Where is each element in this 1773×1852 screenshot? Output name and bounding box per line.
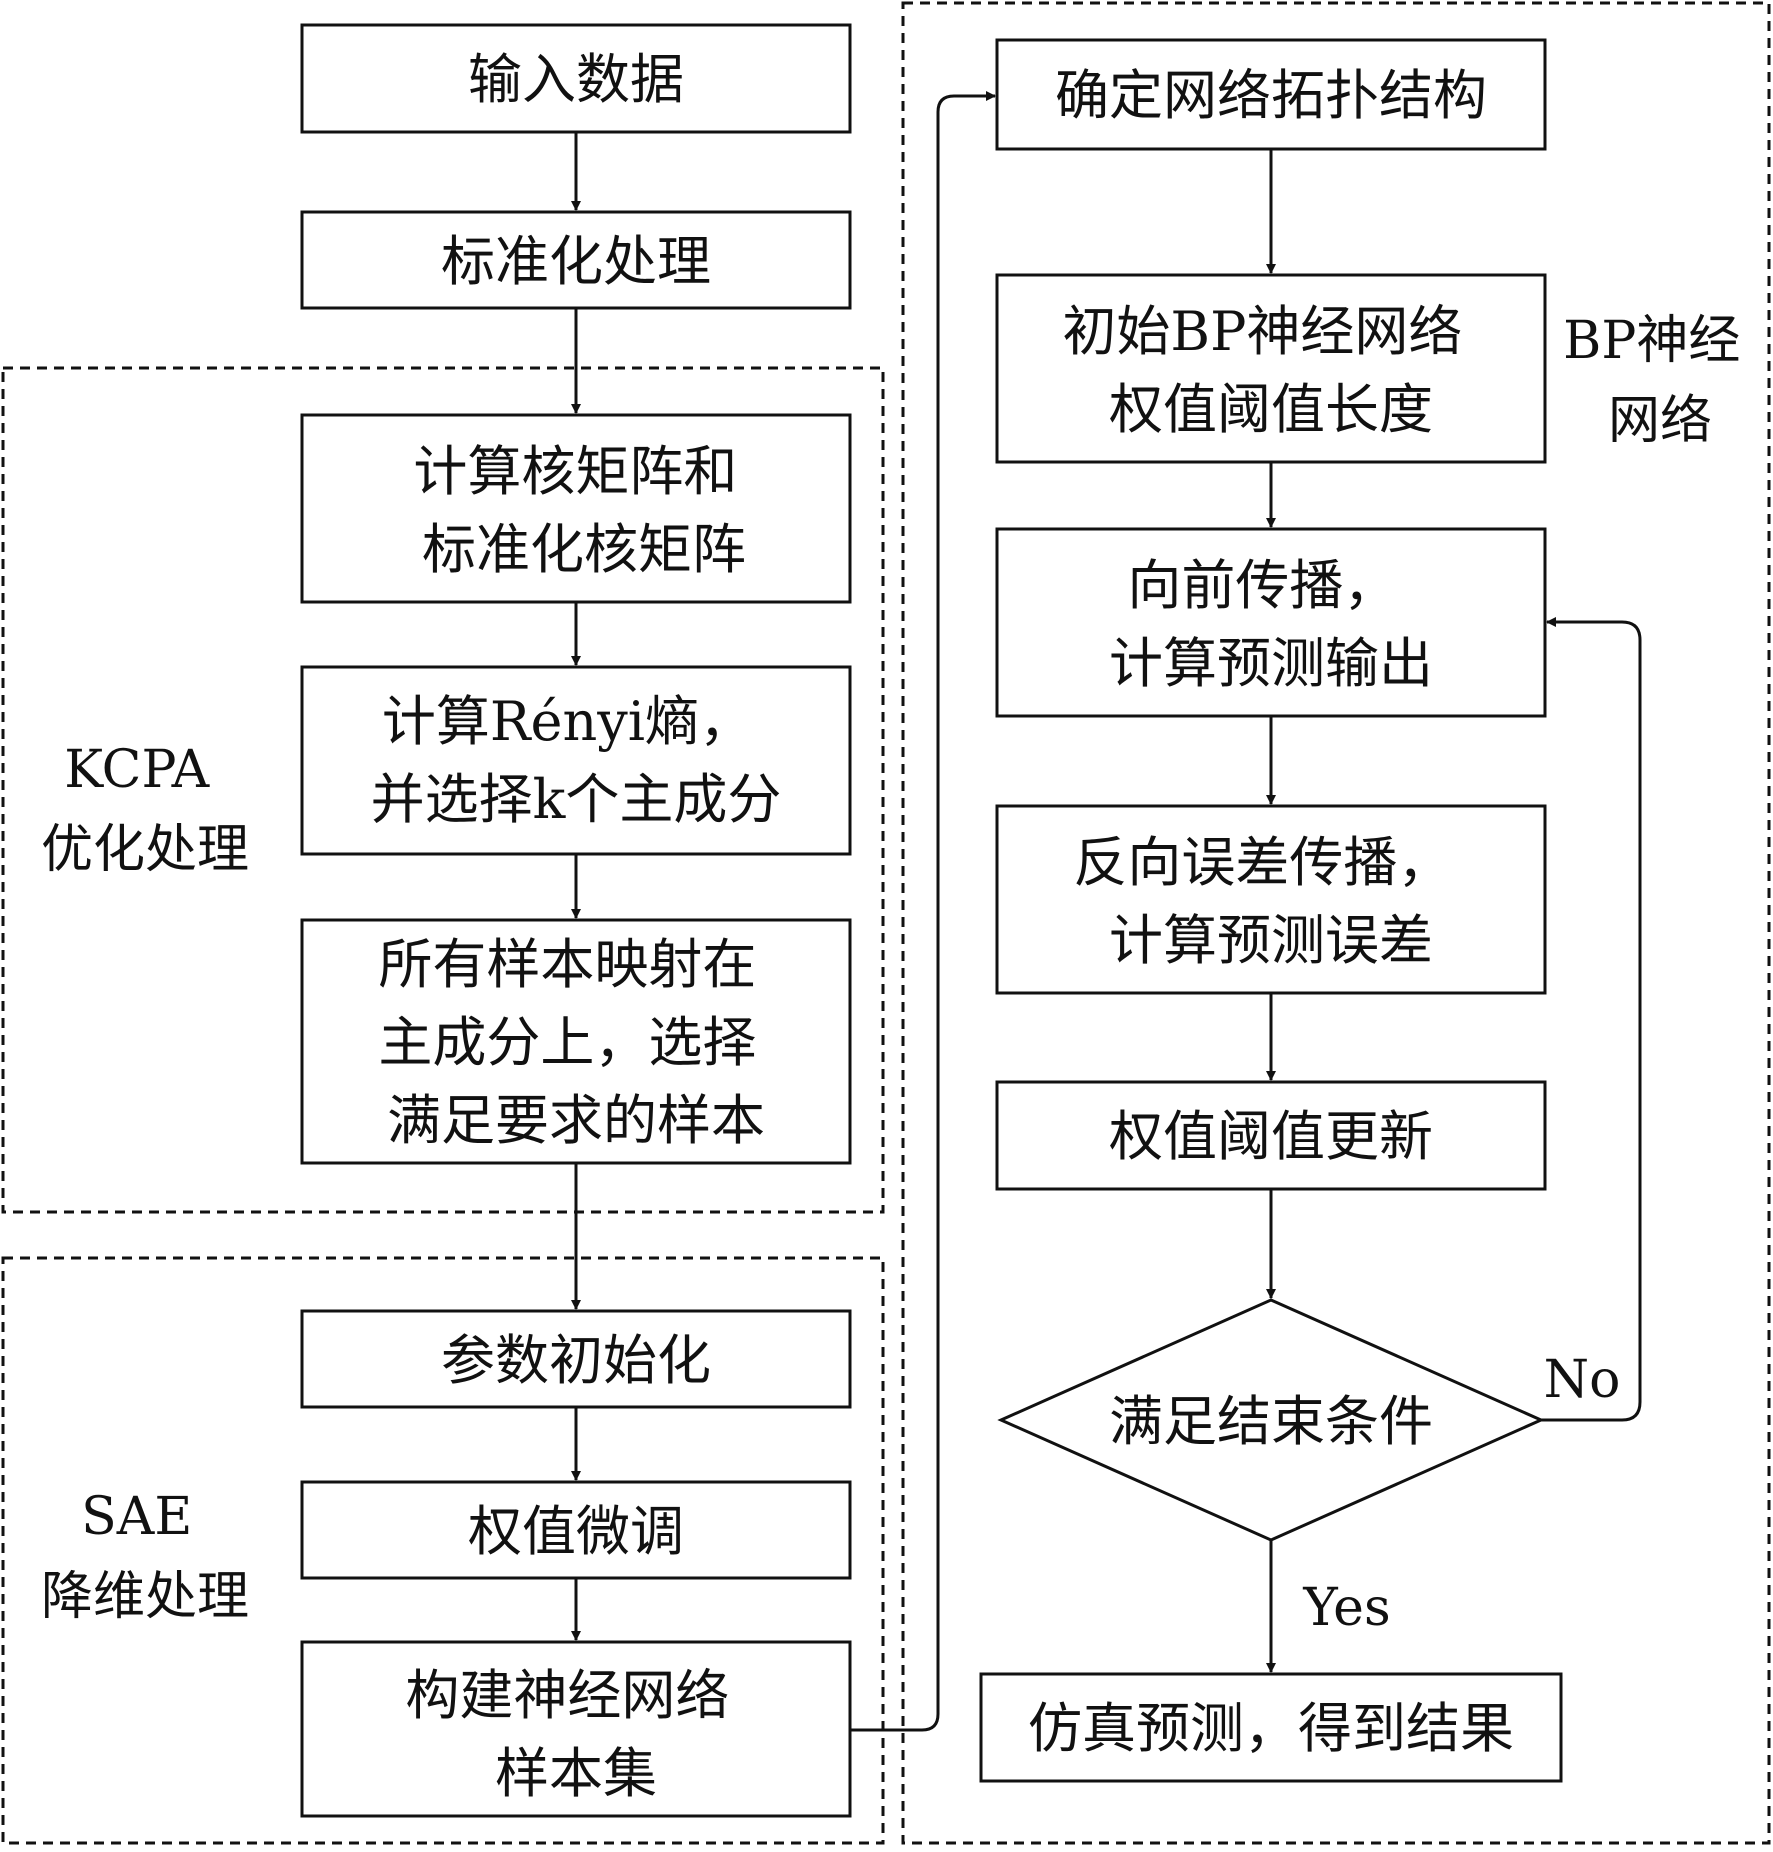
sae-group-label: SAE 降维处理 (41, 1487, 249, 1627)
arrow-no-loop (1541, 617, 1642, 1422)
standardize-text: 标准化处理 (441, 230, 711, 293)
kernel-text: 计算核矩阵和 标准化核矩阵 (413, 440, 754, 581)
yes-label: Yes (1302, 1578, 1390, 1638)
kcpa-group-label: KCPA 优化处理 (41, 740, 249, 880)
param-init-box (300, 1309, 852, 1409)
finetune-text: 权值微调 (468, 1500, 684, 1563)
result-box (979, 1672, 1563, 1783)
renyi-text: 计算Rényi熵， 并选择k个主成分 (371, 690, 782, 831)
bp-group-frame (901, 1, 1771, 1845)
topology-text: 确定网络拓扑结构 (1055, 64, 1487, 127)
sae-group-frame (1, 1256, 885, 1845)
no-label: No (1544, 1350, 1621, 1410)
kcpa-group-frame (1, 366, 885, 1214)
forward-text: 向前传播， 计算预测输出 (1109, 554, 1433, 695)
arrow-build-topology (850, 91, 996, 1732)
bp-init-box (995, 273, 1547, 464)
input-box (300, 23, 852, 134)
map-box (300, 918, 852, 1165)
input-text: 输入数据 (468, 48, 684, 111)
renyi-box (300, 665, 852, 856)
build-box (300, 1640, 852, 1818)
backward-text: 反向误差传播， 计算预测误差 (1073, 831, 1468, 972)
bp-init-text: 初始BP神经网络 权值阈值长度 (1062, 300, 1479, 441)
bp-group-label: BP神经 网络 (1563, 311, 1757, 451)
map-text: 所有样本映射在 主成分上，选择 满足要求的样本 (378, 933, 773, 1152)
condition-text: 满足结束条件 (1109, 1390, 1433, 1453)
topology-box (995, 38, 1547, 151)
result-text: 仿真预测，得到结果 (1028, 1697, 1514, 1760)
backward-box (995, 804, 1547, 995)
kernel-box (300, 413, 852, 604)
forward-box (995, 527, 1547, 718)
update-text: 权值阈值更新 (1109, 1105, 1433, 1168)
build-text: 构建神经网络 样本集 (405, 1664, 746, 1805)
param-init-text: 参数初始化 (441, 1329, 711, 1392)
